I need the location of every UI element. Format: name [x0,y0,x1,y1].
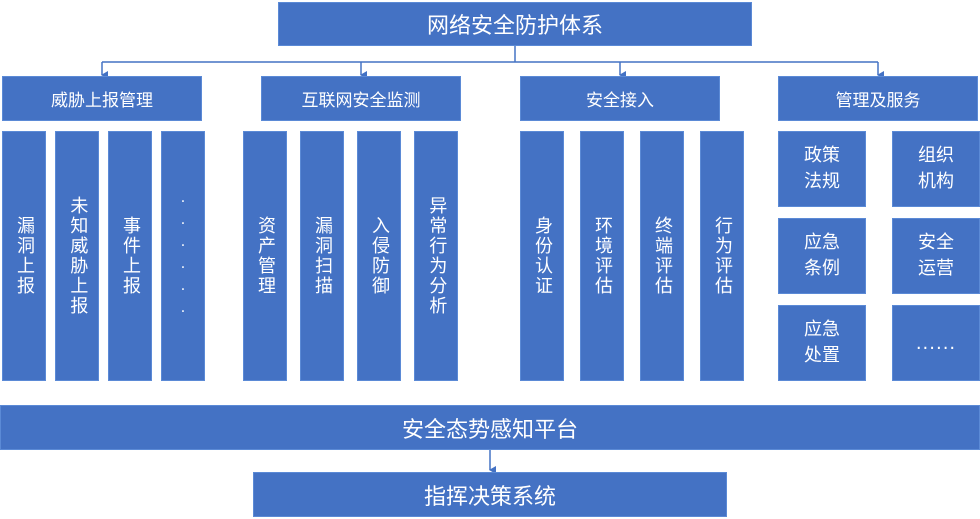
top-title: 网络安全防护体系 [426,14,603,39]
item-label: 漏洞上报 [14,216,35,296]
item-policy-regulations: 政策法规 [778,131,866,207]
item-label: 应急条例 [804,232,840,279]
item-label: 身份认证 [532,216,553,296]
item-emergency-response: 应急处置 [778,305,866,381]
item-label: 入侵防御 [369,216,390,296]
item-label: 异常行为分析 [426,196,448,316]
item-label: 组织机构 [918,145,954,192]
item-label: 安全运营 [918,232,954,279]
category-management-services: 管理及服务 [778,76,978,121]
item-asset-management: 资产管理 [243,131,287,381]
situational-awareness-platform: 安全态势感知平台 [0,405,980,450]
item-label: ...... [175,190,191,322]
item-unknown-threat-reporting: 未知威胁上报 [55,131,99,381]
item-identity-auth: 身份认证 [520,131,564,381]
item-label: 漏洞扫描 [312,216,333,296]
item-label: ...... [915,332,957,354]
item-vulnerability-scanning: 漏洞扫描 [300,131,344,381]
category-internet-monitoring: 互联网安全监测 [261,76,461,121]
category-label: 互联网安全监测 [301,91,421,111]
item-label: 行为评估 [712,216,733,296]
category-secure-access: 安全接入 [520,76,720,121]
item-terminal-assessment: 终端评估 [640,131,684,381]
item-intrusion-prevention: 入侵防御 [357,131,401,381]
category-threat-reporting: 威胁上报管理 [2,76,202,121]
item-environment-assessment: 环境评估 [580,131,624,381]
category-label: 安全接入 [586,91,654,111]
item-emergency-regulations: 应急条例 [778,218,866,294]
item-label: 政策法规 [804,145,840,192]
item-anomaly-analysis: 异常行为分析 [414,131,458,381]
item-label: 未知威胁上报 [67,196,89,316]
item-label: 环境评估 [592,216,613,296]
item-incident-reporting: 事件上报 [108,131,152,381]
category-label: 管理及服务 [835,91,921,111]
item-vulnerability-reporting: 漏洞上报 [2,131,46,381]
item-behavior-assessment: 行为评估 [700,131,744,381]
item-label: 资产管理 [255,216,276,296]
item-organization: 组织机构 [892,131,980,207]
item-label: 事件上报 [120,216,141,296]
command-decision-system: 指挥决策系统 [253,472,727,517]
command-system-label: 指挥决策系统 [423,484,556,510]
item-security-operations: 安全运营 [892,218,980,294]
item-label: 应急处置 [804,319,840,366]
top-title-box: 网络安全防护体系 [278,2,752,46]
item-more-management: ...... [892,305,980,381]
item-more-threat: ...... [161,131,205,381]
item-label: 终端评估 [652,216,673,296]
platform-label: 安全态势感知平台 [401,417,578,443]
category-label: 威胁上报管理 [51,91,153,111]
